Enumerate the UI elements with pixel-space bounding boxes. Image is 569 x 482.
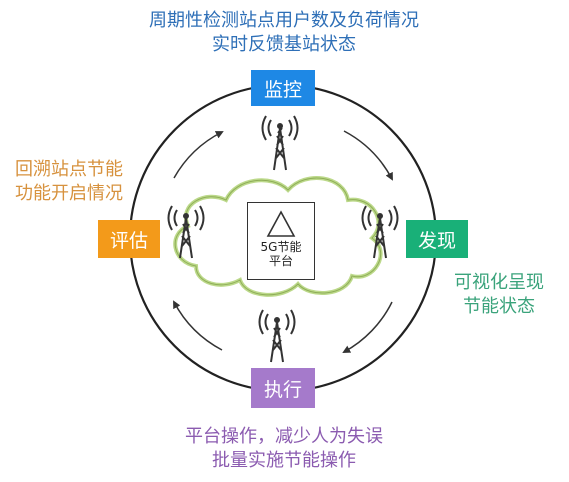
node-discover: 发现	[406, 220, 468, 258]
node-monitor: 监控	[251, 70, 315, 106]
triangle-icon	[266, 210, 296, 237]
caption-execute: 平台操作，减少人为失误 批量实施节能操作	[185, 426, 383, 471]
tower-top-icon	[261, 115, 299, 171]
arrow-bottom-left	[173, 300, 223, 351]
arrow-top-right	[343, 130, 393, 181]
caption-monitor: 周期性检测站点用户数及负荷情况 实时反馈基站状态	[149, 10, 419, 55]
node-execute: 执行	[251, 368, 315, 408]
arrow-top-left	[173, 131, 224, 179]
platform-box	[247, 202, 315, 280]
platform-label: 5G节能 平台	[260, 240, 302, 268]
tower-right-icon	[361, 205, 399, 259]
caption-evaluate: 回溯站点节能 功能开启情况	[15, 159, 123, 204]
node-evaluate: 评估	[98, 220, 160, 258]
tower-bottom-icon	[258, 309, 296, 363]
tower-left-icon	[167, 205, 205, 259]
arrow-bottom-right	[342, 301, 393, 353]
caption-discover: 可视化呈现 节能状态	[454, 272, 544, 317]
